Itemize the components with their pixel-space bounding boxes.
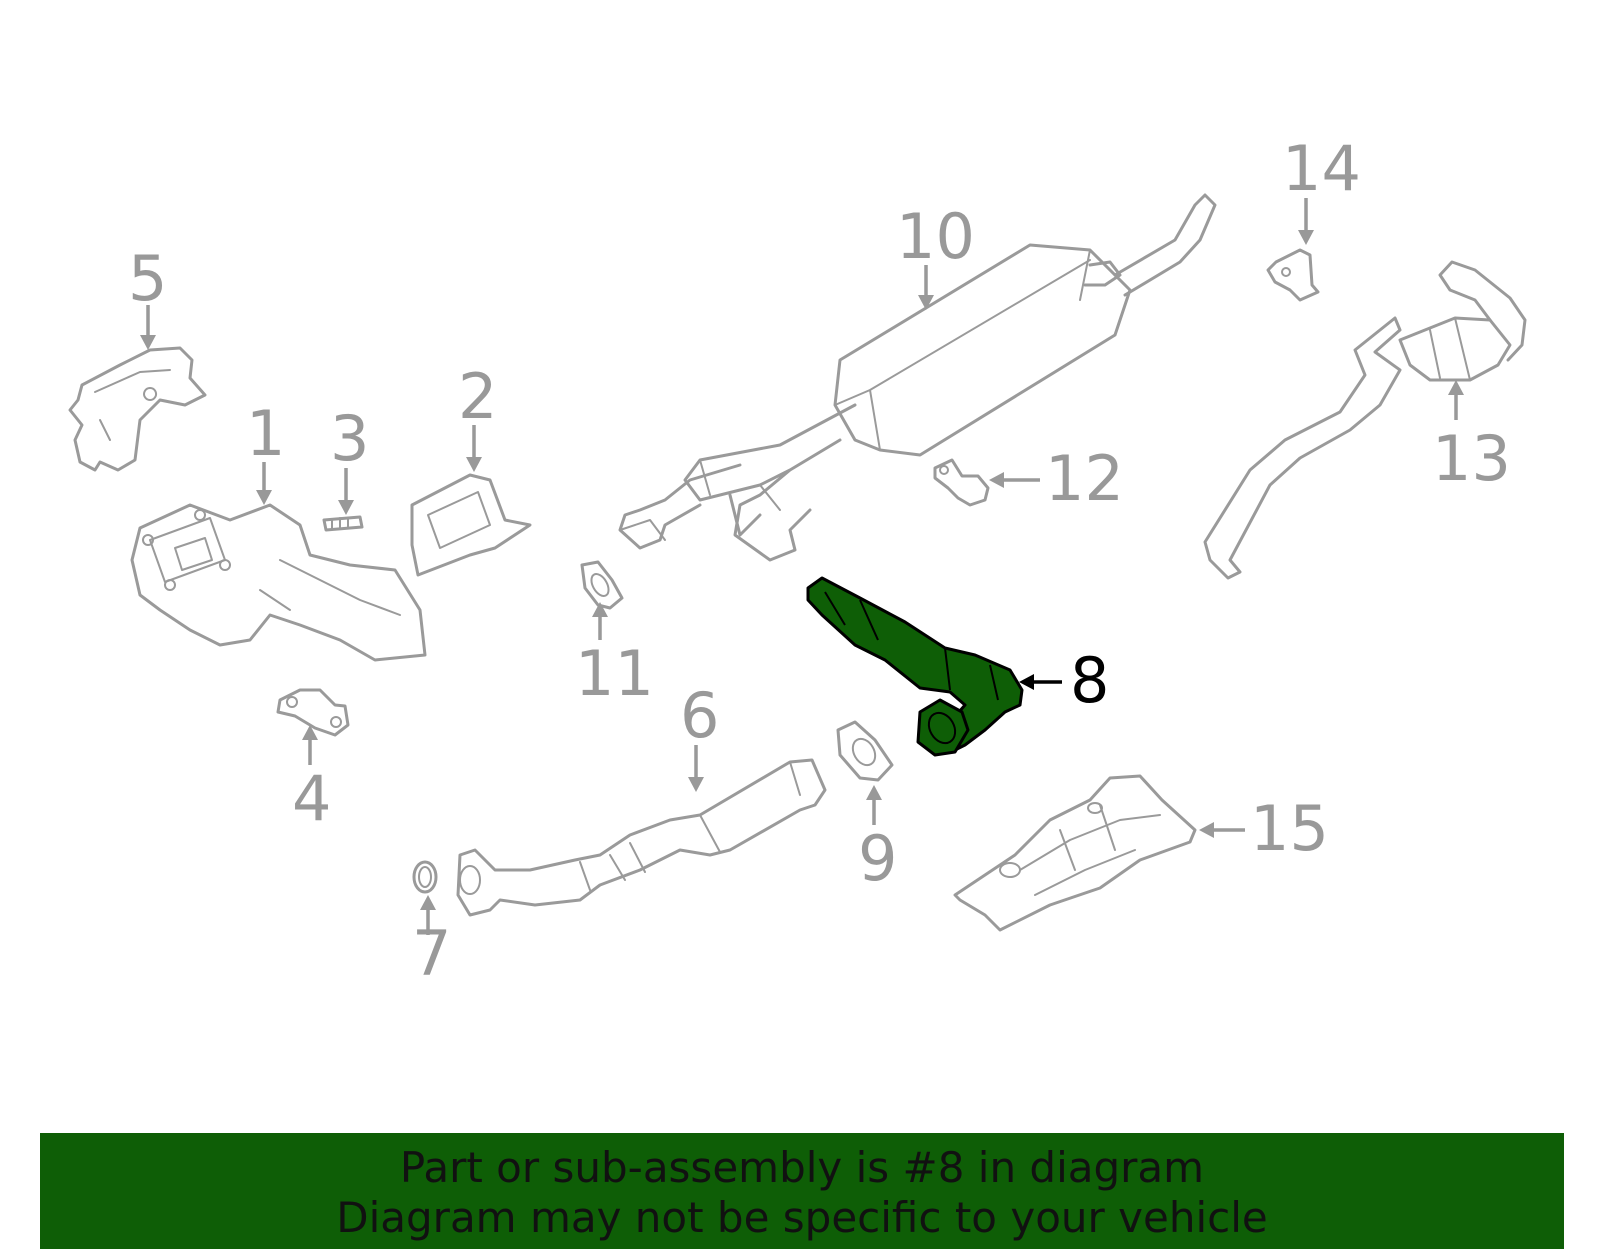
callout-7: 7 xyxy=(412,895,451,990)
part-11-gasket[interactable] xyxy=(580,560,624,610)
part-9-gasket[interactable] xyxy=(836,720,894,782)
callout-2: 2 xyxy=(458,360,497,472)
svg-text:9: 9 xyxy=(858,822,897,895)
svg-text:14: 14 xyxy=(1282,132,1361,205)
callout-5: 5 xyxy=(128,242,167,350)
svg-text:8: 8 xyxy=(1070,644,1109,717)
callout-9: 9 xyxy=(858,785,897,895)
svg-text:10: 10 xyxy=(896,200,975,273)
part-12-hanger[interactable] xyxy=(933,458,990,507)
part-7-ring-gasket[interactable] xyxy=(412,860,438,894)
callout-15: 15 xyxy=(1199,792,1329,865)
svg-text:15: 15 xyxy=(1250,792,1329,865)
svg-text:11: 11 xyxy=(575,637,654,710)
callout-4: 4 xyxy=(292,725,331,835)
callout-10: 10 xyxy=(896,200,975,310)
part-5-heat-shield[interactable] xyxy=(68,346,207,472)
info-banner: Part or sub-assembly is #8 in diagram Di… xyxy=(40,1133,1564,1249)
svg-text:7: 7 xyxy=(412,917,451,990)
svg-text:5: 5 xyxy=(128,242,167,315)
part-2-gasket[interactable] xyxy=(410,473,532,577)
part-10-muffler-assembly[interactable] xyxy=(618,193,1217,562)
svg-text:4: 4 xyxy=(292,762,331,835)
svg-text:2: 2 xyxy=(458,360,497,433)
callout-1: 1 xyxy=(246,397,285,505)
part-4-bracket[interactable] xyxy=(276,688,350,737)
svg-text:3: 3 xyxy=(330,402,369,475)
svg-text:1: 1 xyxy=(246,397,285,470)
callout-14: 14 xyxy=(1282,132,1361,245)
part-15-heat-shield[interactable] xyxy=(953,774,1197,932)
callout-12: 12 xyxy=(989,442,1124,515)
part-13-tail-pipe[interactable] xyxy=(1203,260,1527,580)
part-8-exhaust-pipe-highlighted[interactable] xyxy=(806,576,1024,757)
callout-3: 3 xyxy=(330,402,369,515)
svg-text:13: 13 xyxy=(1432,422,1511,495)
banner-line-2: Diagram may not be specific to your vehi… xyxy=(336,1193,1268,1242)
banner-line-1: Part or sub-assembly is #8 in diagram xyxy=(399,1143,1205,1192)
part-3-stud[interactable] xyxy=(322,515,364,532)
part-14-bracket[interactable] xyxy=(1266,248,1320,302)
part-6-front-pipe[interactable] xyxy=(456,758,827,917)
callout-6: 6 xyxy=(680,679,719,792)
callout-11: 11 xyxy=(575,602,654,710)
svg-text:12: 12 xyxy=(1045,442,1124,515)
part-1-exhaust-manifold[interactable] xyxy=(130,503,427,662)
callout-8: 8 xyxy=(1019,644,1109,717)
svg-text:6: 6 xyxy=(680,679,719,752)
callout-13: 13 xyxy=(1432,380,1511,495)
